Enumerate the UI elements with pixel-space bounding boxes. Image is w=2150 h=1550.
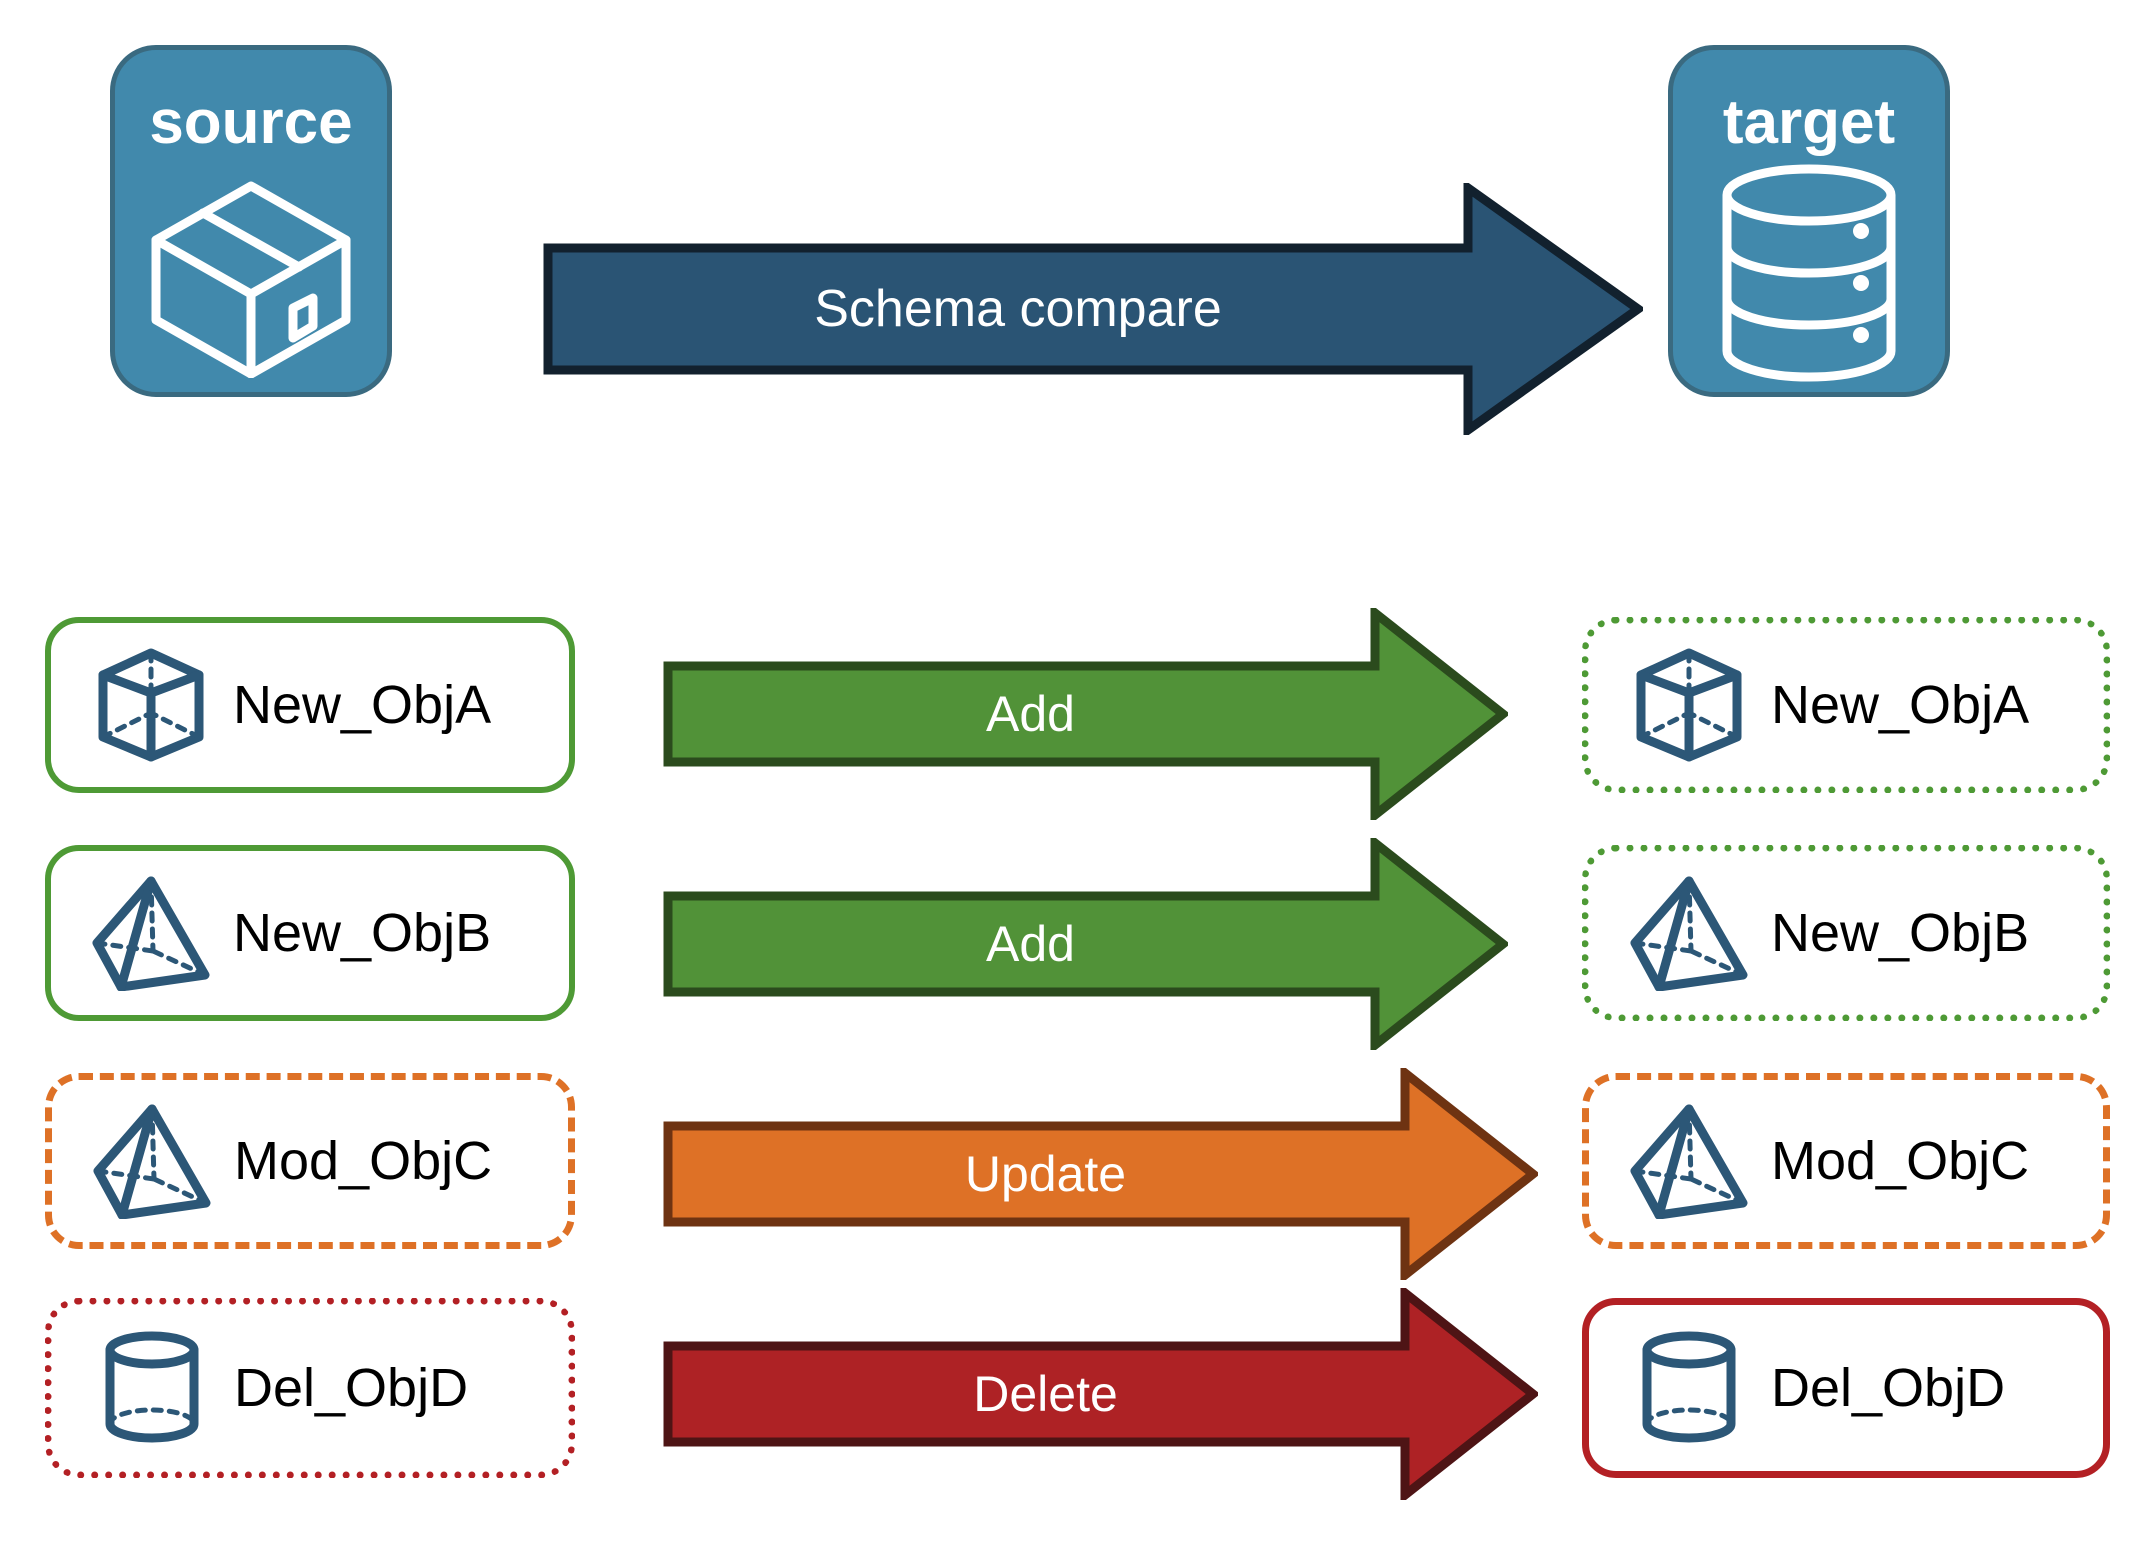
source-object-label-1: New_ObjB — [233, 903, 492, 963]
action-arrow-row-1[interactable]: Add — [663, 833, 1511, 1055]
source-object-row-1[interactable]: New_ObjB — [45, 845, 575, 1021]
target-title: target — [1722, 88, 1896, 157]
target-object-label-0: New_ObjA — [1771, 675, 2030, 735]
source-object-label-3: Del_ObjD — [234, 1358, 469, 1418]
target-object-row-1[interactable]: New_ObjB — [1582, 845, 2110, 1021]
source-object-label-2: Mod_ObjC — [234, 1131, 493, 1191]
wireframe-cube-icon — [91, 645, 211, 765]
source-endpoint-card: source — [110, 45, 392, 397]
right-arrow-icon — [543, 179, 1646, 439]
database-cylinder-icon — [1673, 154, 1945, 392]
wireframe-pyramid-icon — [91, 873, 211, 993]
right-arrow-icon — [663, 603, 1511, 825]
wireframe-cylinder-icon — [1629, 1328, 1749, 1448]
right-arrow-icon — [663, 1063, 1541, 1285]
target-object-row-3[interactable]: Del_ObjD — [1582, 1298, 2110, 1478]
right-arrow-icon — [663, 833, 1511, 1055]
source-object-row-0[interactable]: New_ObjA — [45, 617, 575, 793]
action-arrow-row-2[interactable]: Update — [663, 1063, 1541, 1285]
source-title: source — [149, 88, 353, 157]
target-object-row-2[interactable]: Mod_ObjC — [1582, 1073, 2110, 1249]
source-object-label-0: New_ObjA — [233, 675, 492, 735]
source-object-row-2[interactable]: Mod_ObjC — [45, 1073, 575, 1249]
wireframe-pyramid-icon — [92, 1101, 212, 1221]
wireframe-cube-icon — [1629, 645, 1749, 765]
schema-compare-arrow: Schema compare — [543, 179, 1646, 439]
wireframe-cylinder-icon — [92, 1328, 212, 1448]
action-arrow-row-0[interactable]: Add — [663, 603, 1511, 825]
target-endpoint-card: target — [1668, 45, 1950, 397]
target-object-row-0[interactable]: New_ObjA — [1582, 617, 2110, 793]
wireframe-pyramid-icon — [1629, 873, 1749, 993]
action-arrow-row-3[interactable]: Delete — [663, 1283, 1541, 1505]
target-object-label-3: Del_ObjD — [1771, 1358, 2006, 1418]
wireframe-pyramid-icon — [1629, 1101, 1749, 1221]
package-box-icon — [115, 154, 387, 392]
target-object-label-1: New_ObjB — [1771, 903, 2030, 963]
right-arrow-icon — [663, 1283, 1541, 1505]
source-object-row-3[interactable]: Del_ObjD — [45, 1298, 575, 1478]
target-object-label-2: Mod_ObjC — [1771, 1131, 2030, 1191]
